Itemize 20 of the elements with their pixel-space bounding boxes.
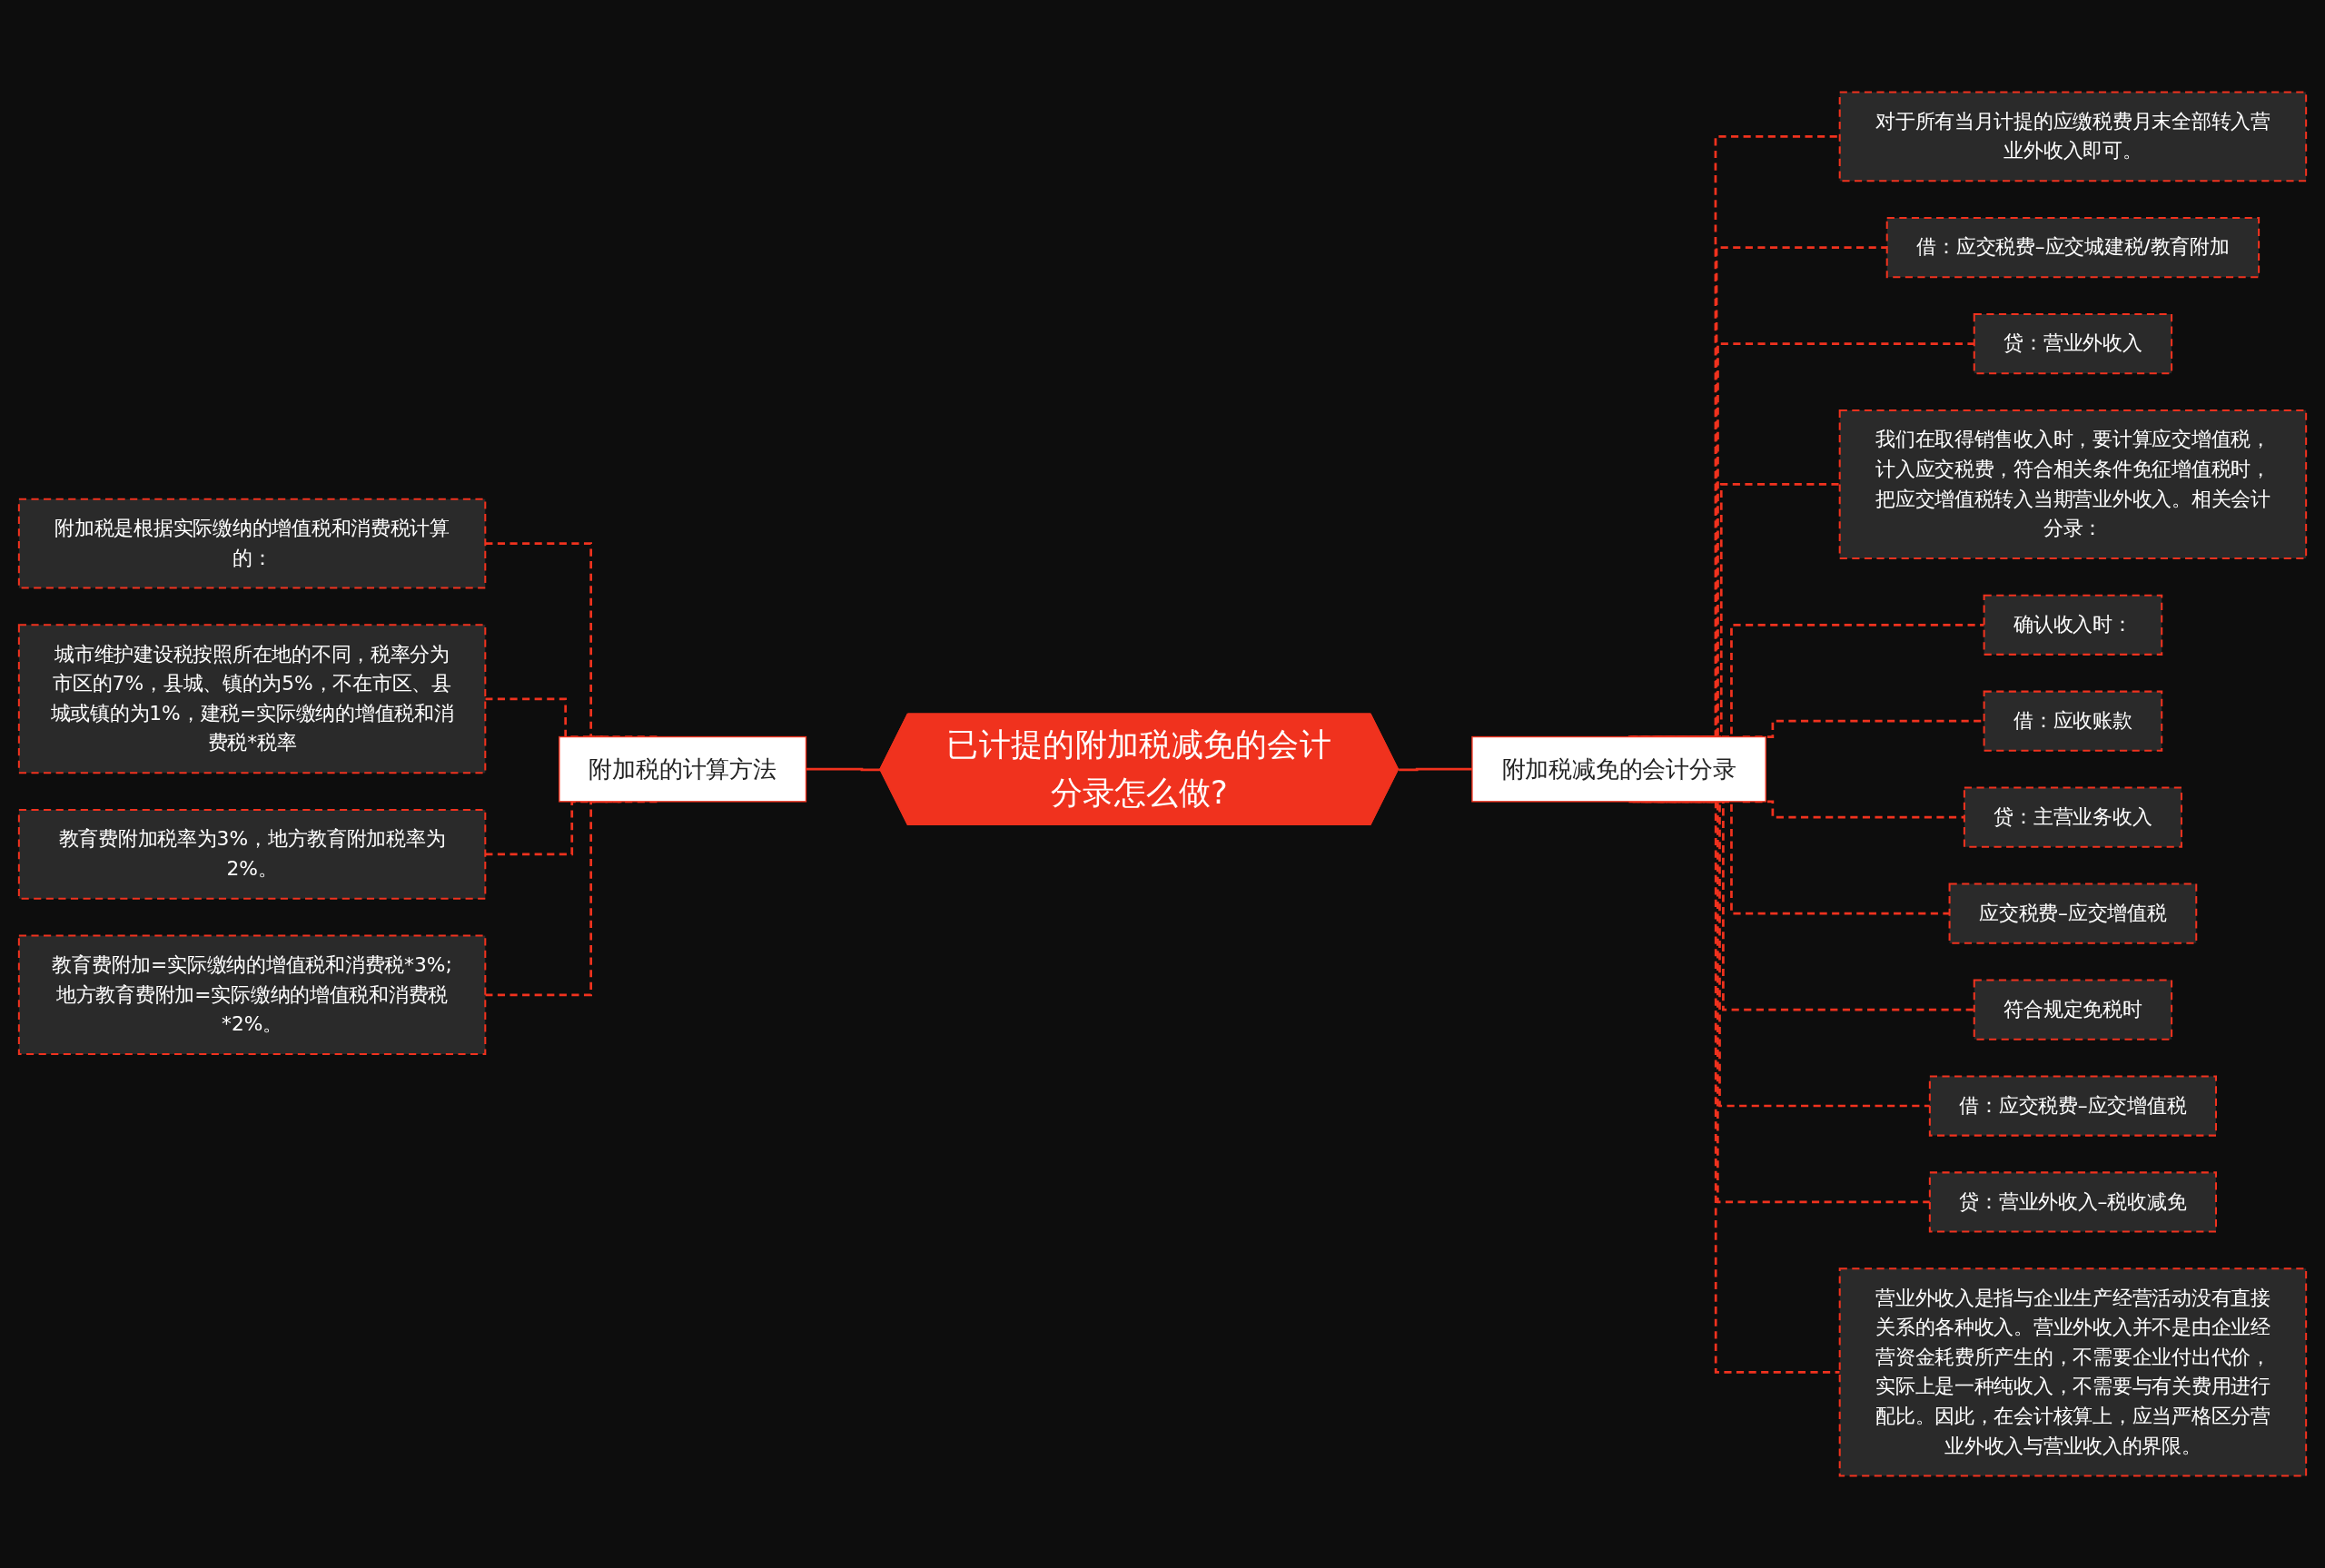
node-box: 符合规定免税时 (1973, 979, 2173, 1040)
node-box: 贷：营业外收入 (1973, 312, 2173, 375)
node-box: 借：应收账款 (1983, 690, 2163, 752)
node-box: 城市维护建设税按照所在地的不同，税率分为市区的7%，县城、镇的为5%，不在市区、县城或镇的为1%，建税=实际缴纳的增值税和消费税*税率 (17, 624, 487, 774)
node-box: 对于所有当月计提的应缴税费月末全部转入营业外收入即可。 (1838, 91, 2308, 182)
connector (1399, 767, 1472, 772)
node-box: 附加税减免的会计分录 (1471, 735, 1766, 803)
node-box: 营业外收入是指与企业生产经营活动没有直接关系的各种收入。营业外收入并不是由企业经营资金耗费所产生的，不需要企业付出代价，实际上是一种纯收入，不需要与有关费用进行配比。因此，在会计核算上，应当严格区分营业外收入与营业收入的界限。 (1838, 1267, 2308, 1477)
node-box: 应交税费–应交增值税 (1948, 883, 2198, 944)
node-box: 借：应交税费–应交增值税 (1928, 1075, 2217, 1137)
node-box: 附加税是根据实际缴纳的增值税和消费税计算的： (17, 498, 487, 589)
node-box: 教育费附加税率为3%，地方教育附加税率为2%。 (17, 809, 487, 900)
connector (806, 767, 881, 772)
node-box: 贷：主营业务收入 (1963, 786, 2182, 848)
node-box: 教育费附加=实际缴纳的增值税和消费税*3%;地方教育费附加=实际缴纳的增值税和消费税*2%。 (17, 934, 487, 1055)
node-box: 借：应交税费–应交城建税/教育附加 (1885, 217, 2261, 279)
node-box: 我们在取得销售收入时，要计算应交增值税，计入应交税费，符合相关条件免征增值税时，把应交增值税转入当期营业外收入。相关会计分录： (1838, 409, 2308, 559)
node-box: 确认收入时： (1983, 594, 2163, 656)
node-box: 附加税的计算方法 (559, 735, 807, 803)
node-box: 贷：营业外收入–税收减免 (1928, 1171, 2217, 1233)
